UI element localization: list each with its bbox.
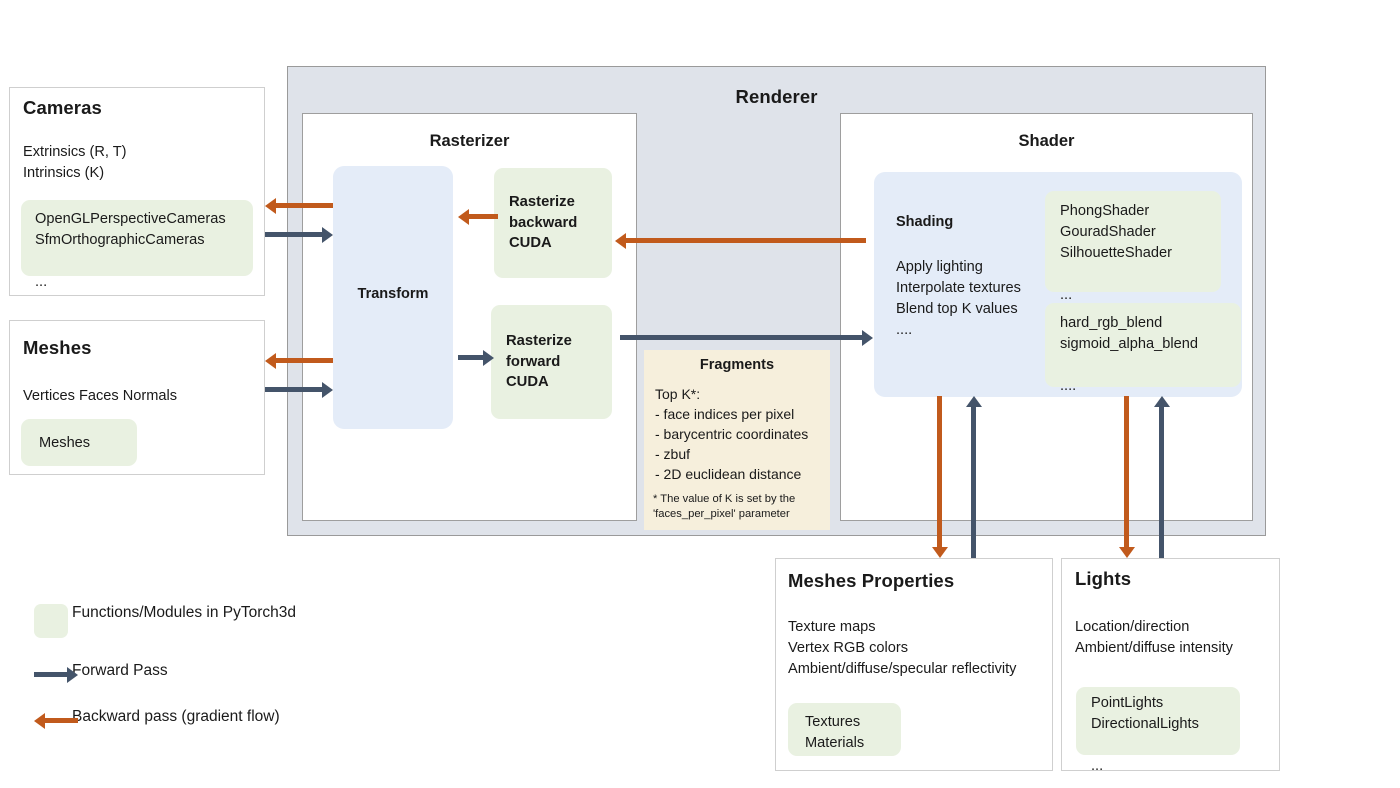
transform-label: Transform xyxy=(357,286,429,302)
cameras-modules-label: OpenGLPerspectiveCameras SfmOrthographic… xyxy=(35,211,226,290)
rasterize-backward-cuda-label: Rasterize backward CUDA xyxy=(509,194,578,251)
blend-functions-label: hard_rgb_blend sigmoid_alpha_blend .... xyxy=(1060,315,1198,394)
legend-item-forward-label: Forward Pass xyxy=(72,662,168,679)
cameras-modules-block[interactable] xyxy=(21,200,253,276)
renderer-title: Renderer xyxy=(735,86,818,107)
legend-module-swatch xyxy=(34,604,68,638)
legend-item-modules: Functions/Modules in PyTorch3d xyxy=(34,604,297,638)
meshes-title: Meshes xyxy=(23,337,92,358)
fragments-footnote: * The value of K is set by the 'faces_pe… xyxy=(653,493,796,520)
meshes-modules-label: Meshes xyxy=(39,435,91,451)
meshes-properties-modules-block[interactable] xyxy=(788,703,901,756)
shader-modules-label: PhongShader GouradShader SilhouetteShade… xyxy=(1060,203,1172,303)
legend-item-backward-label: Backward pass (gradient flow) xyxy=(72,708,280,725)
fragments-title: Fragments xyxy=(699,357,775,373)
shading-body: Apply lighting Interpolate textures Blen… xyxy=(896,259,1021,338)
shading-title: Shading xyxy=(896,214,954,230)
meshes-properties-title: Meshes Properties xyxy=(788,570,955,591)
cameras-body: Extrinsics (R, T) Intrinsics (K) xyxy=(23,144,127,181)
meshes-modules-block[interactable] xyxy=(21,419,137,466)
legend-item-forward: Forward Pass xyxy=(34,662,168,683)
meshes-body: Vertices Faces Normals xyxy=(23,388,178,404)
shader-modules-block[interactable] xyxy=(1045,191,1221,292)
meshes-properties-modules-label: Textures Materials xyxy=(805,714,865,751)
rasterizer-title: Rasterizer xyxy=(429,132,510,150)
lights-modules-block[interactable] xyxy=(1076,687,1240,755)
shader-title: Shader xyxy=(1018,132,1075,150)
fragments-block xyxy=(644,350,830,530)
lights-body: Location/direction Ambient/diffuse inten… xyxy=(1075,619,1233,656)
legend-item-modules-label: Functions/Modules in PyTorch3d xyxy=(72,604,297,621)
blend-functions-block[interactable] xyxy=(1045,303,1241,387)
rasterize-forward-cuda-label: Rasterize forward CUDA xyxy=(506,333,572,390)
meshes-properties-body: Texture maps Vertex RGB colors Ambient/d… xyxy=(788,619,1017,719)
fragments-body: Top K*: - face indices per pixel - baryc… xyxy=(655,386,809,482)
legend-item-backward: Backward pass (gradient flow) xyxy=(34,708,280,729)
rasterize-forward-cuda-block[interactable] xyxy=(491,305,612,419)
transform-block[interactable] xyxy=(333,166,453,429)
rasterize-backward-cuda-block[interactable] xyxy=(494,168,612,278)
cameras-title: Cameras xyxy=(23,97,102,118)
lights-title: Lights xyxy=(1075,568,1132,589)
lights-modules-label: PointLights DirectionalLights ... xyxy=(1091,695,1199,774)
